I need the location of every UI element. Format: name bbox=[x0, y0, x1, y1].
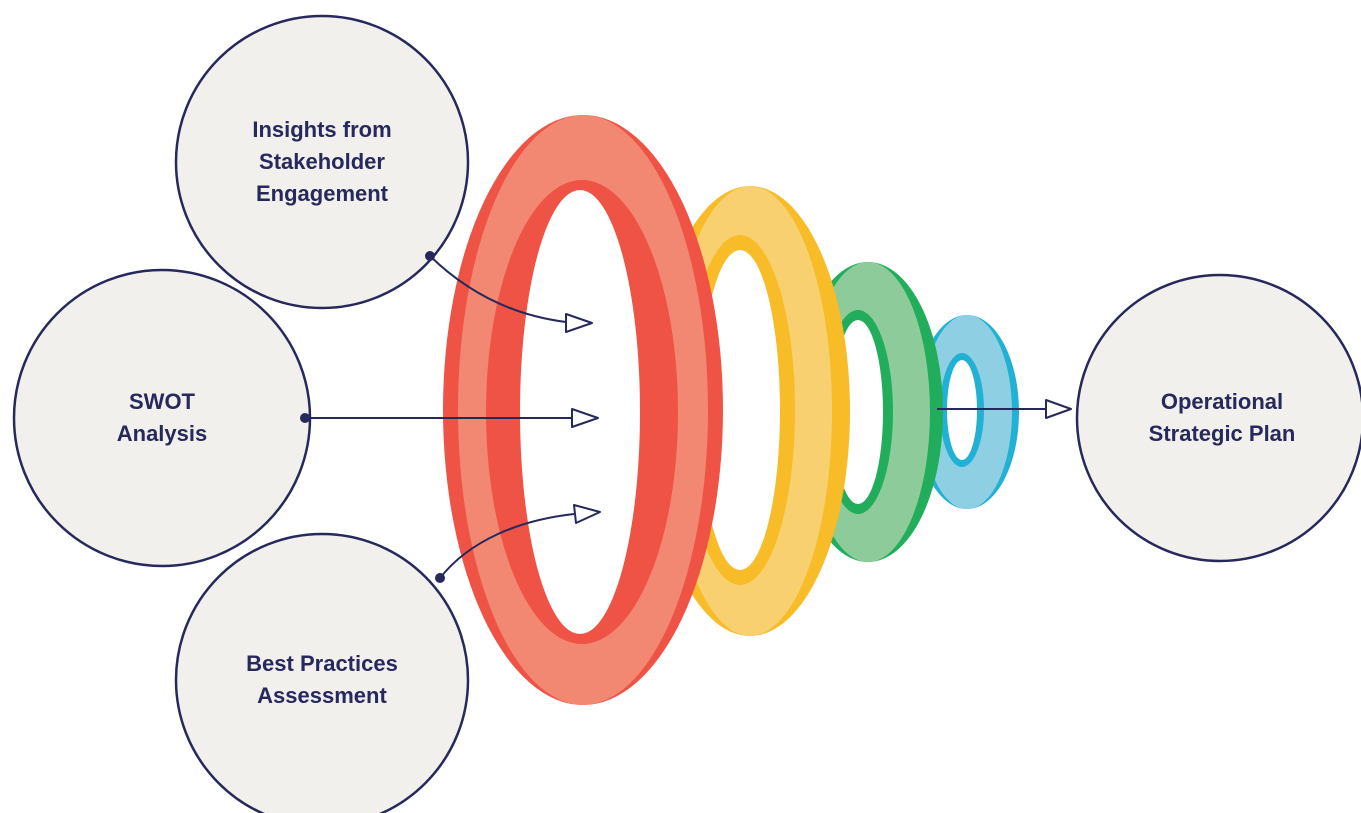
swot-connector bbox=[300, 408, 599, 428]
stakeholder-circle bbox=[174, 14, 470, 310]
arrow-head bbox=[1045, 399, 1072, 419]
best-practices-circle bbox=[174, 532, 470, 813]
best-practices-label: Best Practices Assessment bbox=[246, 651, 398, 708]
stakeholder-engagement-label: Insights from Stakeholder Engagement bbox=[252, 117, 392, 206]
arrow-head bbox=[573, 504, 601, 524]
operational-plan-label: Operational Strategic Plan bbox=[1148, 389, 1296, 446]
operational-plan-circle bbox=[1075, 273, 1361, 563]
blue-ring bbox=[915, 315, 1019, 509]
swot-analysis-label: SWOT Analysis bbox=[116, 389, 208, 446]
red-ring bbox=[443, 115, 723, 705]
arrow-head bbox=[571, 408, 599, 428]
best-practices-connector bbox=[435, 504, 601, 583]
arrow-head bbox=[565, 313, 593, 333]
stakeholder-connector bbox=[425, 251, 593, 333]
output-connector bbox=[937, 399, 1072, 419]
